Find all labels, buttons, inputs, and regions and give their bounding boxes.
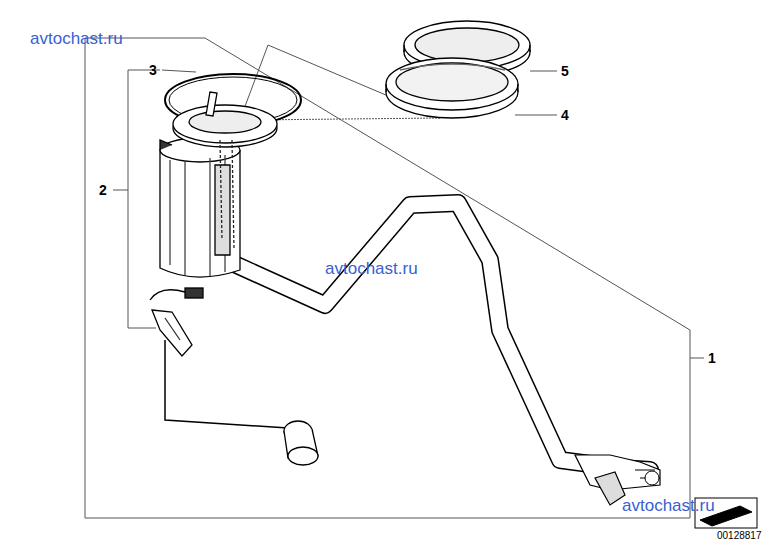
leader-line	[530, 71, 557, 72]
leader-line	[113, 190, 128, 191]
callout-number: 2	[99, 183, 107, 197]
group-frame	[85, 38, 690, 518]
leader-line	[690, 358, 704, 359]
watermark: avtochast.ru	[325, 260, 418, 277]
seal-ring	[386, 58, 518, 118]
hose-fitting	[645, 471, 659, 485]
callout-number: 5	[561, 64, 569, 78]
callout-number: 3	[149, 63, 157, 77]
watermark: avtochast.ru	[30, 30, 123, 47]
level-sensor	[150, 288, 318, 465]
fuel-hose	[230, 203, 650, 470]
drawing-number: 00128817	[717, 531, 762, 541]
group-bracket	[128, 70, 160, 328]
leader-line	[515, 115, 557, 116]
watermark: avtochast.ru	[622, 497, 715, 514]
callout-number: 4	[561, 108, 569, 122]
pump-module	[160, 92, 277, 277]
callout-number: 1	[708, 351, 716, 365]
leader-line	[162, 70, 196, 72]
fuel-hose	[230, 203, 650, 470]
